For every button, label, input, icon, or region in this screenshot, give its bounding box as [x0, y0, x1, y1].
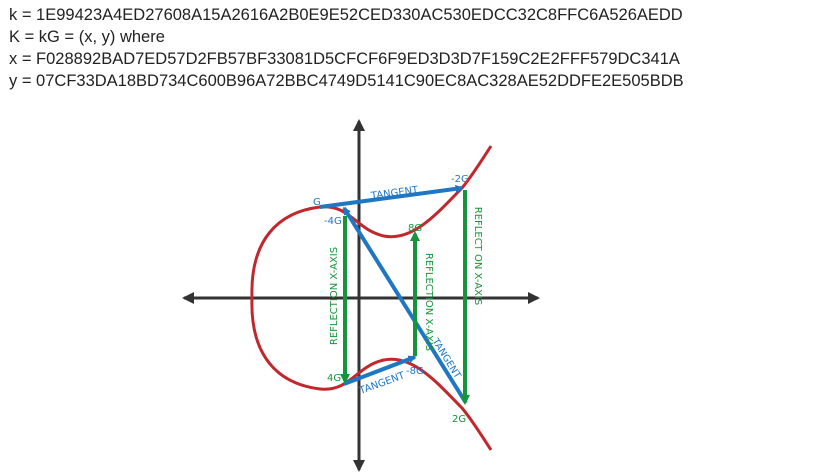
tangent-label-top: TANGENT — [370, 185, 420, 202]
elliptic-curve-upper — [250, 145, 493, 299]
point-label-neg2g: -2G — [451, 174, 469, 185]
tangent-arrow-top — [319, 184, 464, 209]
public-key-y-line: y = 07CF33DA18BD734C600B96A72BBC4749D514… — [9, 72, 684, 90]
point-label-neg8g: -8G — [406, 366, 424, 377]
elliptic-curve-lower — [250, 297, 493, 451]
key-text-block: k = 1E99423A4ED27608A15A2616A2B0E9E52CED… — [9, 4, 684, 92]
reflection-label-right: REFLECT ON X-AXIS — [472, 207, 483, 305]
point-label-2g: 2G — [452, 414, 466, 425]
point-label-4g: 4G — [327, 373, 341, 384]
reflection-label-middle: REFLECTION X-AXIS — [423, 253, 434, 351]
public-key-x-line: x = F028892BAD7ED57D2FB57BF33081D5CFCF6F… — [9, 50, 680, 68]
point-label-neg4g: -4G — [324, 216, 342, 227]
public-key-definition-line: K = kG = (x, y) where — [9, 28, 165, 46]
point-label-8g: 8G — [408, 223, 422, 234]
private-key-line: k = 1E99423A4ED27608A15A2616A2B0E9E52CED… — [9, 6, 683, 24]
tangent-arrow-diagonal — [342, 206, 468, 405]
tangent-arrow-bottom — [343, 355, 417, 386]
reflection-label-left: REFLECTION X-AXIS — [329, 247, 340, 345]
point-label-g: G — [313, 197, 321, 208]
